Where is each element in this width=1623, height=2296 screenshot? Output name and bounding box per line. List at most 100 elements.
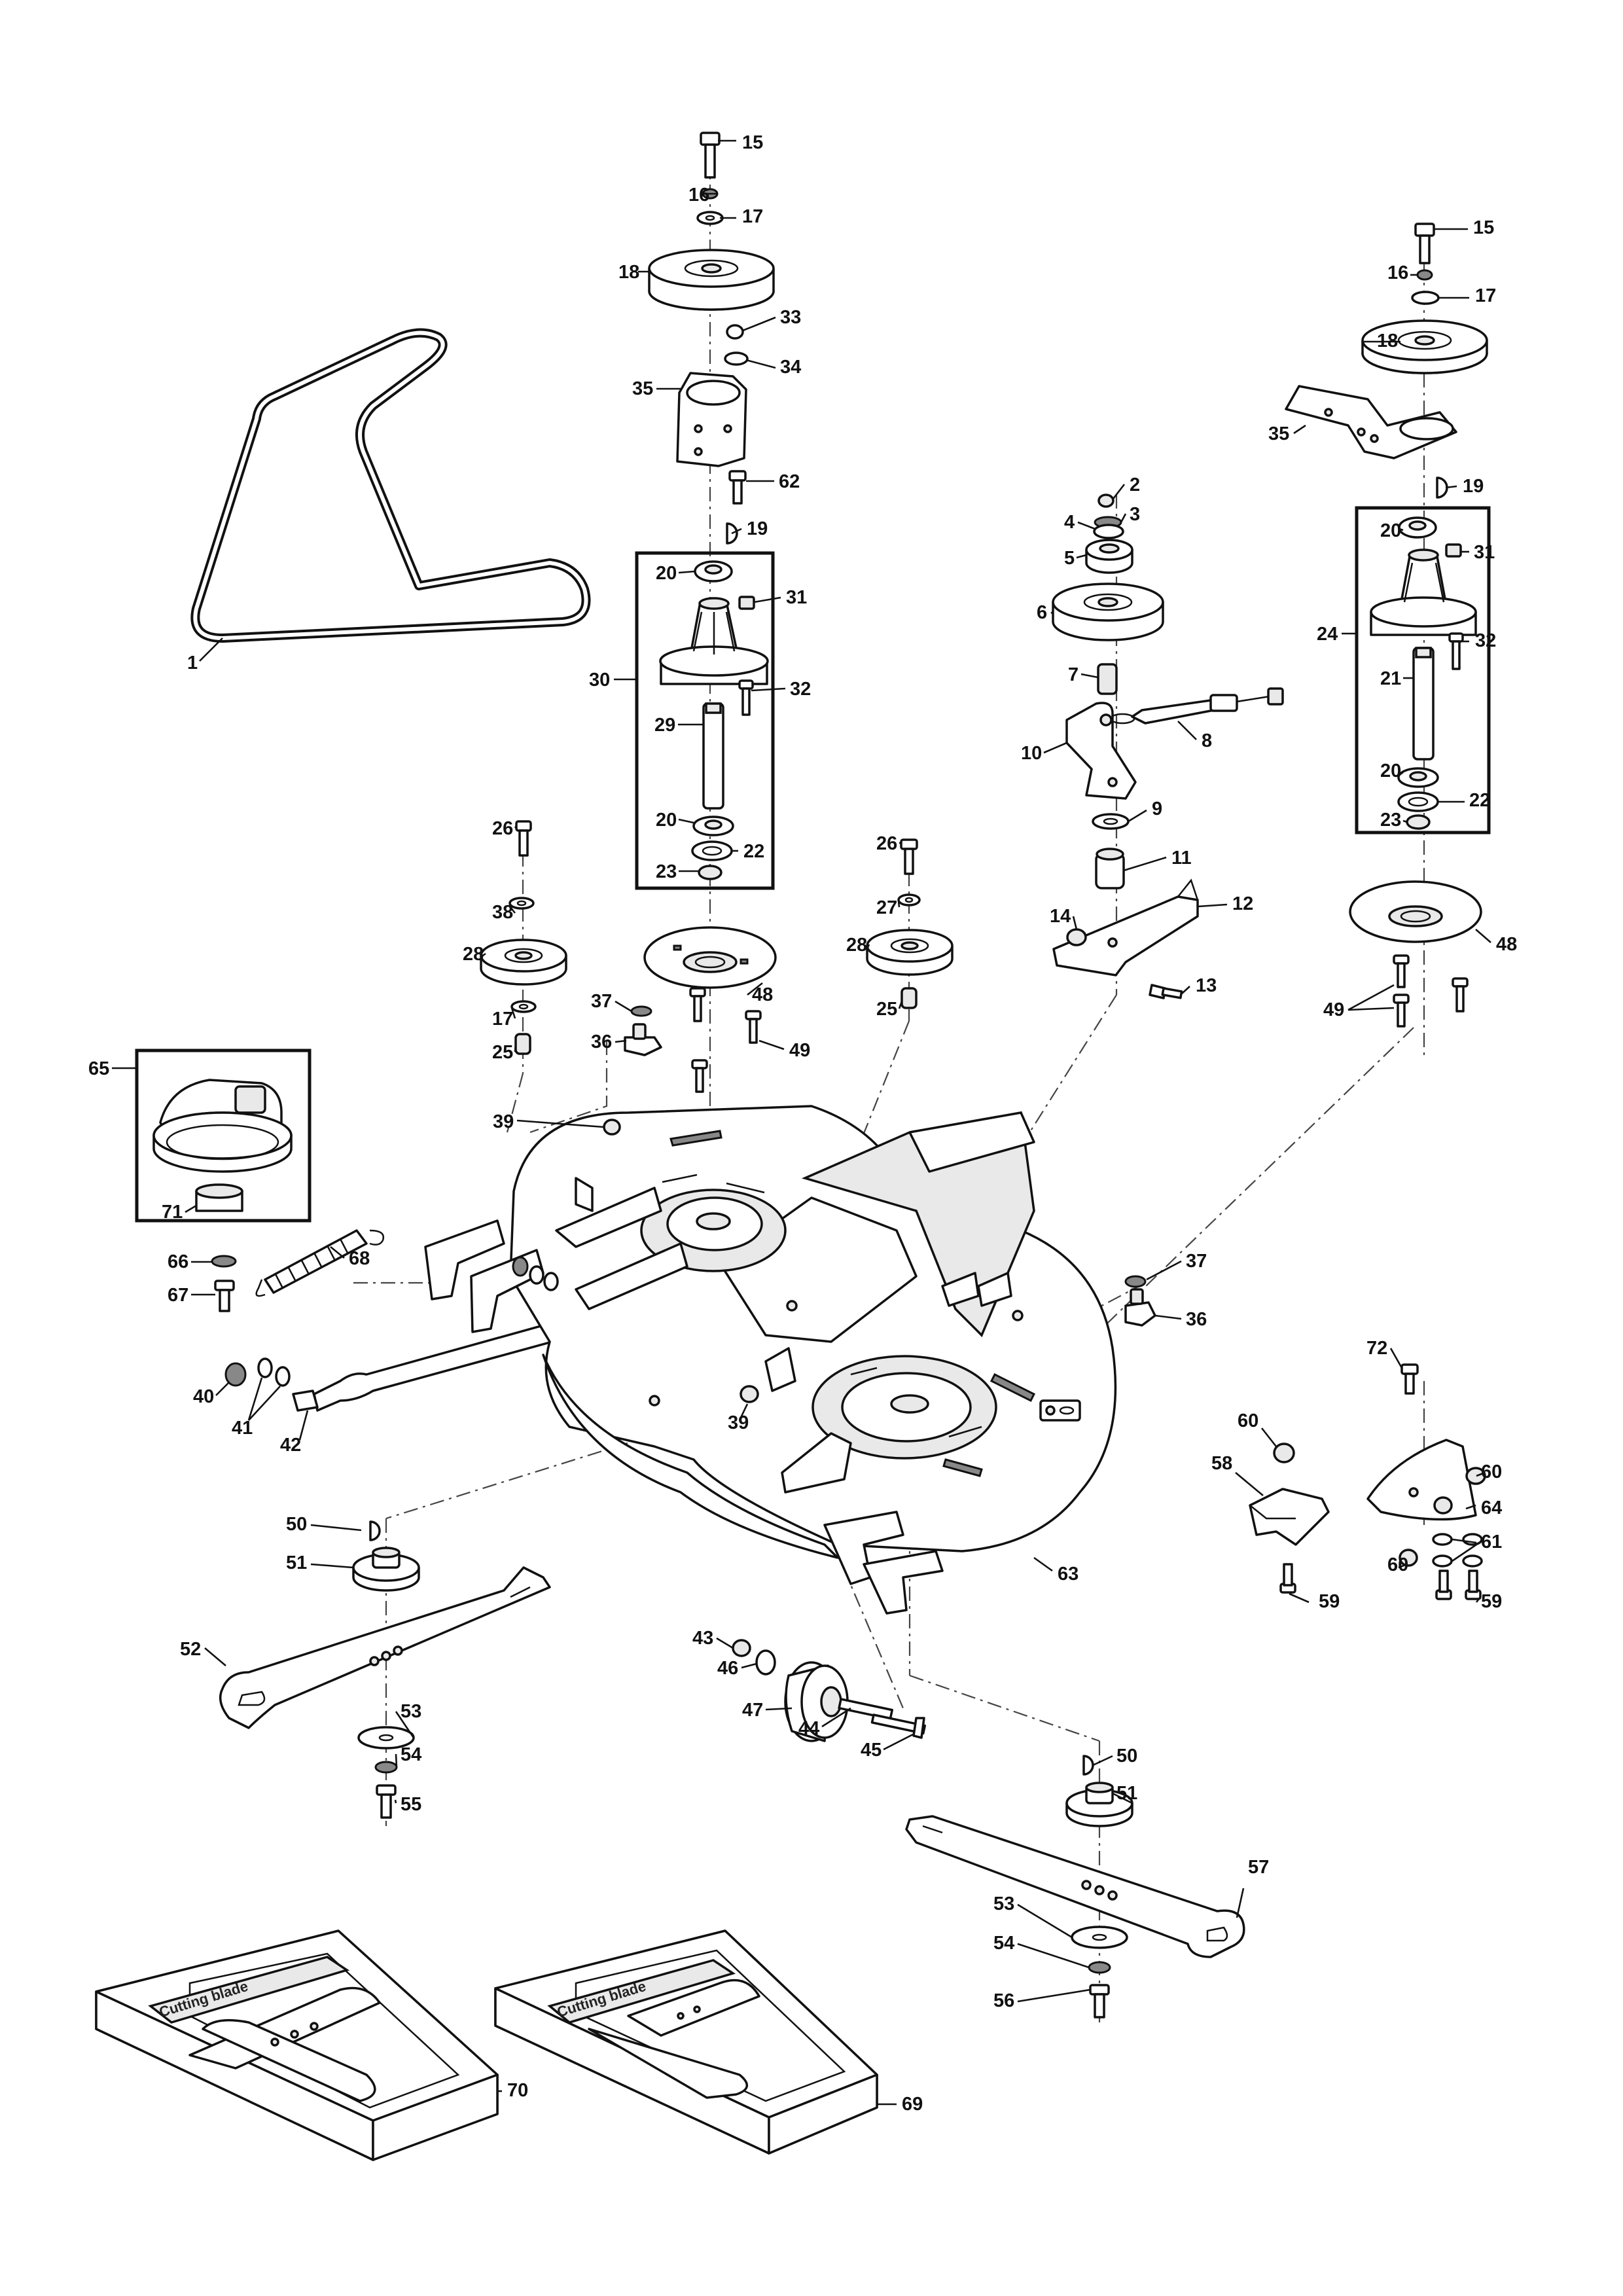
callout-35: 35 bbox=[1268, 423, 1289, 444]
callout-41: 41 bbox=[232, 1418, 253, 1439]
callout-21: 21 bbox=[1380, 668, 1401, 689]
callout-32: 32 bbox=[1475, 630, 1496, 651]
callout-15: 15 bbox=[742, 132, 763, 153]
callout-12: 12 bbox=[1232, 893, 1253, 914]
callout-48: 48 bbox=[1496, 934, 1517, 955]
left-idler-pulley-stack bbox=[480, 820, 567, 1055]
blade-kit-box-69: Cutting blade bbox=[494, 1929, 878, 2155]
callout-66: 66 bbox=[168, 1251, 188, 1272]
drive-belt bbox=[190, 328, 591, 643]
callout-38: 38 bbox=[492, 902, 513, 923]
callout-16: 16 bbox=[1387, 262, 1408, 283]
callout-59: 59 bbox=[1319, 1591, 1340, 1612]
callout-48: 48 bbox=[752, 984, 773, 1005]
left-blade-assembly bbox=[219, 1520, 551, 1819]
left-spindle-stack bbox=[635, 132, 777, 1093]
callout-49: 49 bbox=[789, 1040, 810, 1061]
callout-37: 37 bbox=[591, 991, 612, 1012]
callout-9: 9 bbox=[1152, 798, 1162, 819]
callout-47: 47 bbox=[742, 1700, 763, 1721]
callout-68: 68 bbox=[349, 1248, 370, 1269]
callout-54: 54 bbox=[993, 1933, 1014, 1954]
callout-25: 25 bbox=[492, 1042, 513, 1063]
callout-43: 43 bbox=[692, 1628, 713, 1649]
callout-59: 59 bbox=[1481, 1591, 1502, 1612]
callout-19: 19 bbox=[1463, 476, 1484, 497]
callout-22: 22 bbox=[1469, 790, 1490, 811]
callout-71: 71 bbox=[162, 1202, 183, 1223]
callout-50: 50 bbox=[286, 1514, 307, 1535]
callout-33: 33 bbox=[780, 307, 801, 328]
callout-23: 23 bbox=[656, 861, 677, 882]
tension-spring-and-bolt bbox=[211, 1229, 385, 1312]
callout-39: 39 bbox=[728, 1412, 749, 1433]
callout-24: 24 bbox=[1317, 624, 1338, 645]
callout-34: 34 bbox=[780, 357, 801, 378]
callout-39: 39 bbox=[493, 1111, 514, 1132]
callout-49: 49 bbox=[1323, 999, 1344, 1020]
callout-55: 55 bbox=[401, 1794, 421, 1815]
callout-37: 37 bbox=[1186, 1251, 1207, 1272]
callout-14: 14 bbox=[1050, 906, 1071, 927]
middle-idler-pulley-stack bbox=[866, 838, 954, 1009]
right-blade-assembly bbox=[905, 1755, 1245, 2018]
callout-28: 28 bbox=[846, 935, 867, 956]
callout-27: 27 bbox=[876, 897, 897, 918]
callout-18: 18 bbox=[1377, 331, 1398, 351]
roller-nut-group-36-37-right bbox=[1124, 1275, 1156, 1327]
callout-53: 53 bbox=[993, 1893, 1014, 1914]
callout-17: 17 bbox=[742, 206, 763, 227]
callout-26: 26 bbox=[492, 818, 513, 839]
callout-1: 1 bbox=[187, 653, 198, 673]
electric-clutch-box bbox=[135, 1049, 312, 1223]
mower-deck-housing bbox=[424, 1105, 1117, 1615]
callout-10: 10 bbox=[1021, 743, 1042, 764]
callout-70: 70 bbox=[507, 2080, 528, 2101]
callout-17: 17 bbox=[1475, 285, 1496, 306]
callout-53: 53 bbox=[401, 1701, 421, 1722]
spindle-kit-box-24 bbox=[1355, 506, 1491, 834]
roller-nut-group-36-37 bbox=[624, 1005, 662, 1056]
callout-23: 23 bbox=[1380, 810, 1401, 831]
callout-52: 52 bbox=[180, 1639, 201, 1660]
callout-3: 3 bbox=[1130, 504, 1140, 525]
callout-11: 11 bbox=[1171, 848, 1192, 869]
callout-57: 57 bbox=[1248, 1857, 1269, 1878]
callout-60: 60 bbox=[1238, 1410, 1258, 1431]
callout-58: 58 bbox=[1211, 1453, 1232, 1474]
callout-44: 44 bbox=[798, 1718, 819, 1739]
callout-45: 45 bbox=[861, 1740, 882, 1761]
callout-25: 25 bbox=[876, 999, 897, 1020]
callout-60: 60 bbox=[1481, 1462, 1502, 1482]
callout-20: 20 bbox=[1380, 520, 1401, 541]
callout-64: 64 bbox=[1481, 1498, 1502, 1518]
callout-29: 29 bbox=[654, 715, 675, 736]
blade-kit-box-70: Cutting blade bbox=[95, 1929, 499, 2161]
right-spindle-stack bbox=[1285, 223, 1491, 1028]
callout-leader-lines bbox=[112, 139, 1491, 2106]
anti-scalp-wheel bbox=[732, 1639, 927, 1742]
callout-62: 62 bbox=[779, 471, 800, 492]
callout-20: 20 bbox=[656, 563, 677, 584]
callout-61: 61 bbox=[1481, 1532, 1502, 1552]
callout-32: 32 bbox=[790, 679, 811, 700]
callout-7: 7 bbox=[1068, 664, 1079, 685]
callout-2: 2 bbox=[1130, 475, 1140, 495]
callout-40: 40 bbox=[193, 1386, 214, 1407]
callout-56: 56 bbox=[993, 1990, 1014, 2011]
assembly-center-lines bbox=[353, 157, 1425, 2022]
idler-tensioner-stack bbox=[1052, 493, 1284, 999]
callout-46: 46 bbox=[717, 1658, 738, 1679]
mulching-parts bbox=[1249, 1363, 1486, 1600]
callout-4: 4 bbox=[1064, 512, 1075, 533]
callout-54: 54 bbox=[401, 1744, 421, 1765]
callout-31: 31 bbox=[1474, 542, 1495, 563]
callout-17: 17 bbox=[492, 1009, 513, 1030]
callout-60: 60 bbox=[1387, 1554, 1408, 1575]
callout-22: 22 bbox=[743, 841, 764, 862]
callout-18: 18 bbox=[618, 262, 639, 283]
spindle-kit-box-30 bbox=[635, 551, 775, 890]
callout-69: 69 bbox=[902, 2094, 923, 2115]
callout-19: 19 bbox=[747, 518, 768, 539]
callout-65: 65 bbox=[88, 1058, 109, 1079]
